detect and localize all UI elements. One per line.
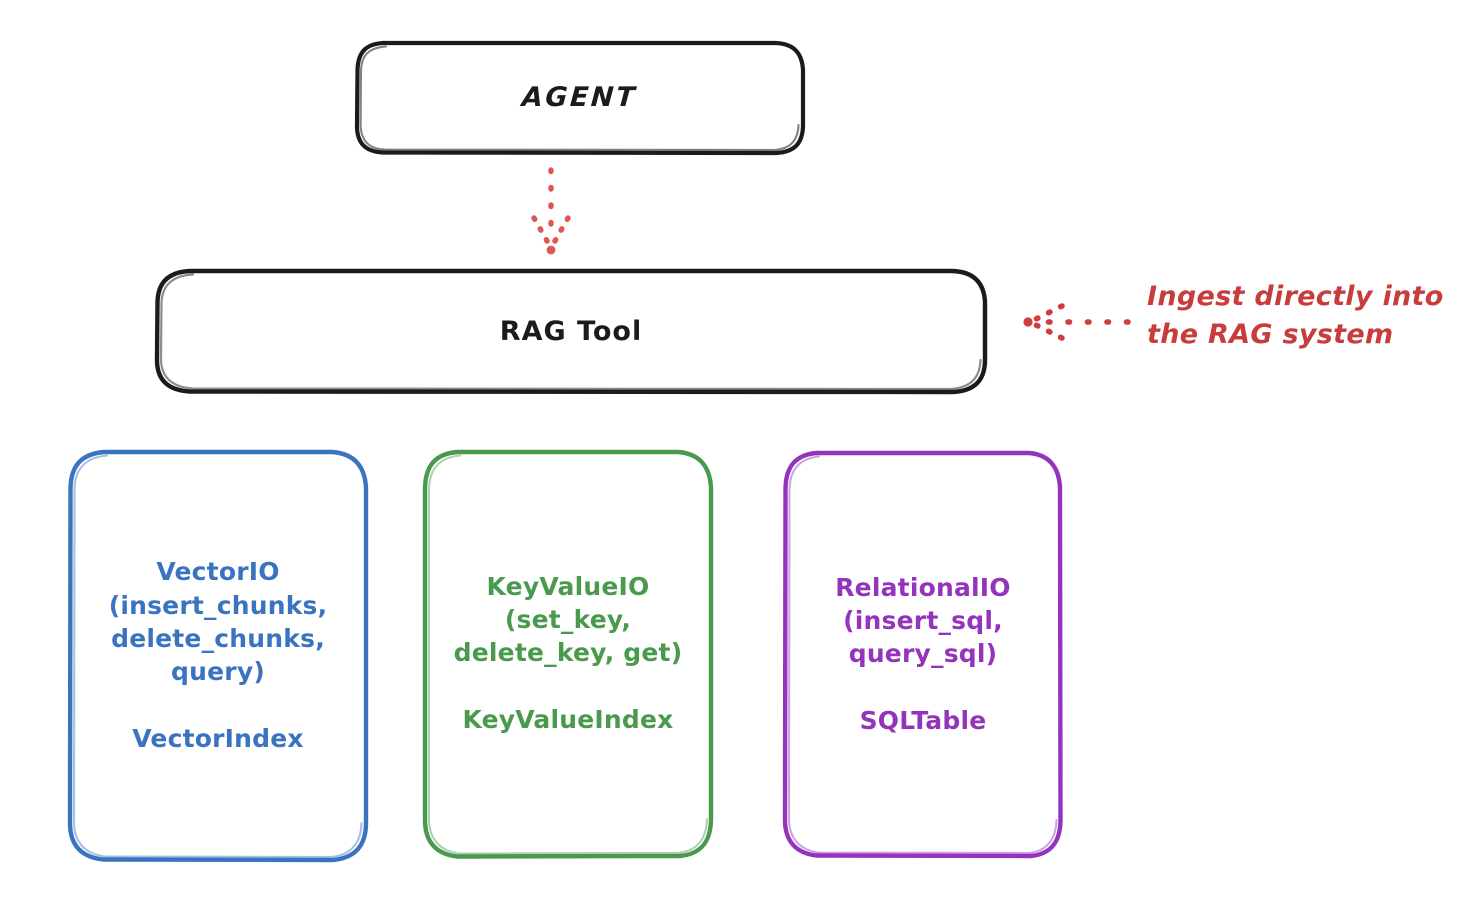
node-rag-tool[interactable]: RAG Tool (157, 270, 985, 392)
ingest-annotation-text: Ingest directly into the RAG system (1147, 281, 1444, 351)
relational-io-label: RelationalIO (insert_sql, query_sql) SQL… (835, 572, 1011, 735)
ingest-to-rag-tool-arrow (1023, 303, 1131, 341)
key-value-io-label: KeyValueIO (set_key, delete_key, get) Ke… (453, 571, 683, 734)
agent-to-rag-tool-arrow (531, 167, 571, 255)
node-relational-io[interactable]: RelationalIO (insert_sql, query_sql) SQL… (785, 452, 1061, 856)
agent-label: AGENT (521, 82, 639, 113)
node-vector-io[interactable]: VectorIO (insert_chunks, delete_chunks, … (70, 450, 366, 860)
rag-tool-label: RAG Tool (499, 315, 643, 347)
node-key-value-io[interactable]: KeyValueIO (set_key, delete_key, get) Ke… (425, 450, 711, 856)
vector-io-label: VectorIO (insert_chunks, delete_chunks, … (108, 557, 328, 753)
node-agent[interactable]: AGENT (357, 42, 803, 153)
